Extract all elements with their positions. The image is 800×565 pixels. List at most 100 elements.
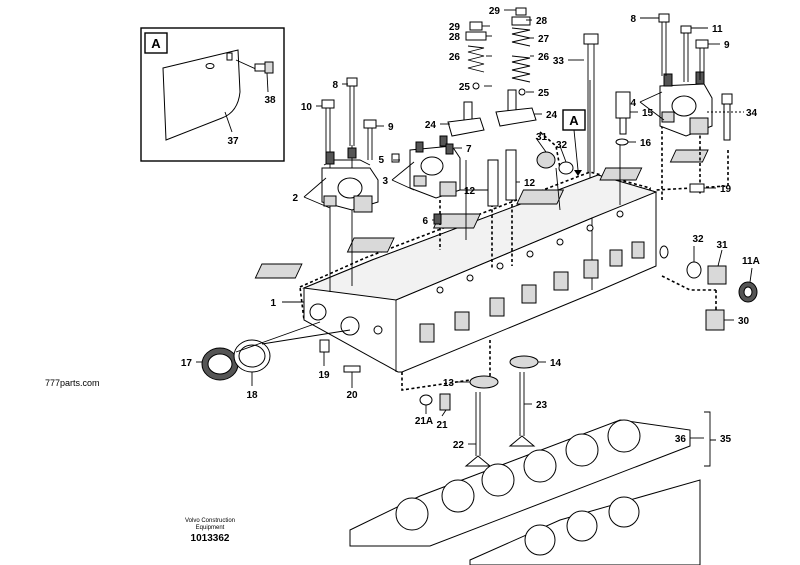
bolt-11 [680, 25, 692, 34]
plug-19-lower [319, 339, 330, 353]
label-38: 38 [264, 95, 276, 106]
valve-22 [464, 455, 492, 467]
push-rod-12-right [505, 149, 517, 201]
bolt-8-right [658, 13, 670, 23]
label-29-right: 29 [489, 6, 501, 17]
label-27: 27 [538, 34, 550, 45]
rear-port-hole [659, 245, 669, 259]
spring-26-right [511, 55, 531, 83]
screw-21 [439, 393, 451, 411]
dowel-20 [343, 365, 361, 373]
rocker-24-left [447, 117, 485, 137]
head-gasket-lower [469, 479, 701, 565]
oring-32-rear [686, 261, 702, 279]
head-gasket-36 [349, 419, 691, 547]
bolt-9-right [695, 39, 709, 49]
label-14: 14 [550, 358, 562, 369]
label-10: 10 [301, 102, 313, 113]
side-port-5 [553, 271, 569, 291]
label-15: 15 [642, 108, 654, 119]
label-18: 18 [246, 390, 258, 401]
head-marker-letter: A [569, 113, 579, 128]
cap-assembly-3 [409, 135, 461, 199]
plug-31-top [536, 151, 556, 169]
detail-a-letter-box [144, 32, 168, 54]
valve-spring-left [447, 21, 487, 137]
seal-16 [615, 138, 629, 146]
pin-6 [433, 213, 442, 225]
label-12-right: 12 [524, 178, 536, 189]
detail-a-frame [140, 27, 285, 162]
bolt-10 [321, 99, 335, 109]
bolt-33 [583, 33, 599, 45]
label-11: 11 [712, 24, 723, 35]
heat-shield-plate [162, 49, 241, 141]
drawing-number: 1013362 [191, 533, 230, 544]
label-37: 37 [227, 136, 239, 147]
bolt-9-left [363, 119, 377, 129]
label-3: 3 [382, 176, 388, 187]
seat-14 [509, 355, 539, 369]
side-port-3 [489, 297, 505, 317]
label-33: 33 [553, 56, 565, 67]
label-8-left: 8 [332, 80, 338, 91]
label-17: 17 [181, 358, 193, 369]
side-port-1 [419, 323, 435, 343]
label-11a: 11A [742, 256, 760, 267]
part-labels: 1 2 3 4 5 6 7 8 8 9 9 10 11 11A 12 12 13… [181, 6, 760, 451]
label-23: 23 [536, 400, 548, 411]
label-19-top: 19 [720, 184, 732, 195]
plug-31-rear [707, 265, 727, 285]
valve-spring-right [495, 7, 537, 127]
push-rod-12-left [487, 159, 499, 207]
detail-a-letter: A [151, 36, 161, 51]
chamber-6 [669, 149, 709, 163]
label-7: 7 [466, 144, 472, 155]
label-25-right: 25 [538, 88, 550, 99]
label-31-rear: 31 [716, 240, 728, 251]
oring-32-top [558, 161, 574, 175]
plate-hole [205, 63, 215, 69]
pin-5 [391, 153, 400, 163]
side-port-6 [583, 259, 599, 279]
washer-21a [419, 394, 433, 406]
chamber-1 [254, 263, 303, 279]
label-32-rear: 32 [692, 234, 704, 245]
label-28-right: 28 [536, 16, 548, 27]
brand-line-1: Volvo Construction [185, 518, 235, 524]
label-2: 2 [292, 193, 298, 204]
label-31-top: 31 [536, 132, 548, 143]
label-13: 13 [443, 378, 455, 389]
plate-bracket [226, 52, 233, 61]
label-30: 30 [738, 316, 750, 327]
label-8-right: 8 [630, 14, 636, 25]
plug-30 [705, 309, 725, 331]
leader-lines [196, 9, 753, 445]
chamber-2 [346, 237, 395, 253]
chamber-5 [599, 167, 643, 181]
bolts [321, 13, 709, 172]
label-1: 1 [270, 298, 276, 309]
valve-23 [508, 435, 536, 447]
label-16: 16 [640, 138, 652, 149]
seat-13 [469, 375, 499, 389]
brand-line-2: Equipment [196, 525, 225, 531]
sensor-34 [723, 103, 731, 141]
label-35: 35 [720, 434, 732, 445]
cylinder-head [254, 149, 709, 373]
head-marker-a: A [562, 109, 586, 176]
label-26-right: 26 [538, 52, 550, 63]
label-26-left: 26 [449, 52, 461, 63]
label-20: 20 [346, 390, 358, 401]
detail-a-inset: A 38 37 [140, 27, 285, 162]
label-6: 6 [422, 216, 428, 227]
cap-assembly-2 [321, 147, 379, 213]
label-21a: 21A [415, 416, 433, 427]
bracket-35 [704, 411, 716, 467]
label-21: 21 [436, 420, 448, 431]
label-29-left: 29 [449, 22, 461, 33]
label-4: 4 [630, 98, 636, 109]
plug-19-top [689, 183, 705, 193]
label-24-left: 24 [425, 120, 437, 131]
